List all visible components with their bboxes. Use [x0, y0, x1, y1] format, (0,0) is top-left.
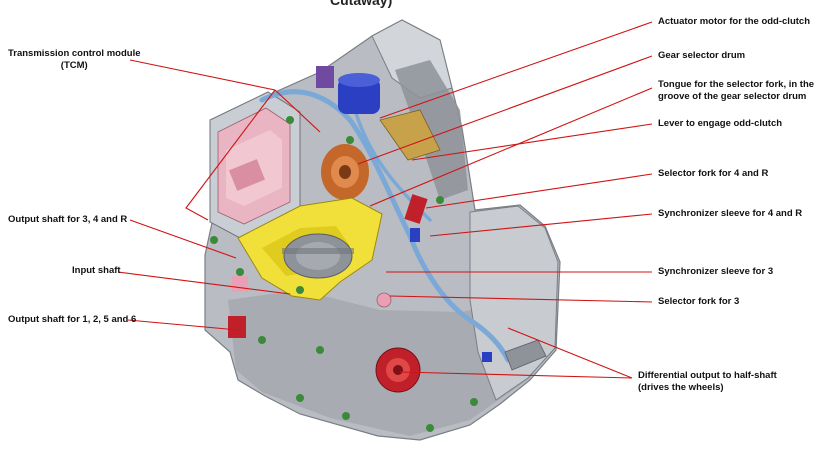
label-output-shaft-1256: Output shaft for 1, 2, 5 and 6: [8, 314, 137, 325]
leader-sync-4r: [429, 213, 653, 237]
label-output-shaft-34r: Output shaft for 3, 4 and R: [8, 214, 128, 225]
differential-output: [375, 347, 421, 393]
label-selector-fork-4r: Selector fork for 4 and R: [658, 168, 769, 179]
title-fragment: Cutaway): [330, 0, 393, 8]
label-gear-selector-drum: Gear selector drum: [658, 50, 746, 61]
pink-block: [232, 276, 248, 292]
odd-clutch-lever: [379, 109, 441, 161]
label-lever-odd-clutch: Lever to engage odd-clutch: [658, 118, 783, 129]
leader-diff-2: [507, 327, 633, 379]
gear-stack: [282, 233, 354, 279]
actuator-motor: [316, 66, 380, 114]
blue-sleeve-piece: [410, 228, 420, 242]
top-right-cover: [395, 60, 468, 200]
green-bolts: [210, 116, 478, 432]
leader-input-shaft: [117, 271, 291, 295]
leader-gear-drum: [357, 55, 653, 165]
label-tongue: Tongue for the selector fork, in the gro…: [658, 79, 814, 102]
leader-actuator-motor: [379, 21, 653, 119]
half-shaft-stub: [504, 339, 547, 371]
leader-tcm-2: [185, 89, 276, 221]
label-actuator-motor: Actuator motor for the odd-clutch: [658, 16, 810, 27]
red-fork-piece: [404, 194, 428, 224]
leader-tongue: [369, 87, 653, 207]
blue-tube: [259, 89, 511, 363]
label-tcm: Transmission control module (TCM): [8, 48, 141, 71]
label-sync-sleeve-3: Synchronizer sleeve for 3: [658, 266, 774, 277]
blue-stub-piece: [482, 352, 492, 362]
leader-lever: [411, 123, 653, 161]
tcm-panel: [209, 91, 301, 239]
label-sync-sleeve-4r: Synchronizer sleeve for 4 and R: [658, 208, 803, 219]
leader-fork-3: [389, 295, 653, 303]
red-output-block: [228, 316, 246, 338]
label-input-shaft: Input shaft: [72, 265, 121, 276]
leader-lines: [117, 21, 653, 379]
leader-output-34r: [129, 219, 237, 259]
leader-diff-1: [399, 371, 633, 379]
leader-output-1256: [127, 319, 239, 331]
label-selector-fork-3: Selector fork for 3: [658, 296, 740, 307]
gear-selector-drum: [321, 144, 369, 200]
pink-sleeve: [376, 292, 392, 308]
leader-fork-4r: [425, 173, 653, 209]
label-differential-output: Differential output to half-shaft (drive…: [638, 370, 777, 393]
